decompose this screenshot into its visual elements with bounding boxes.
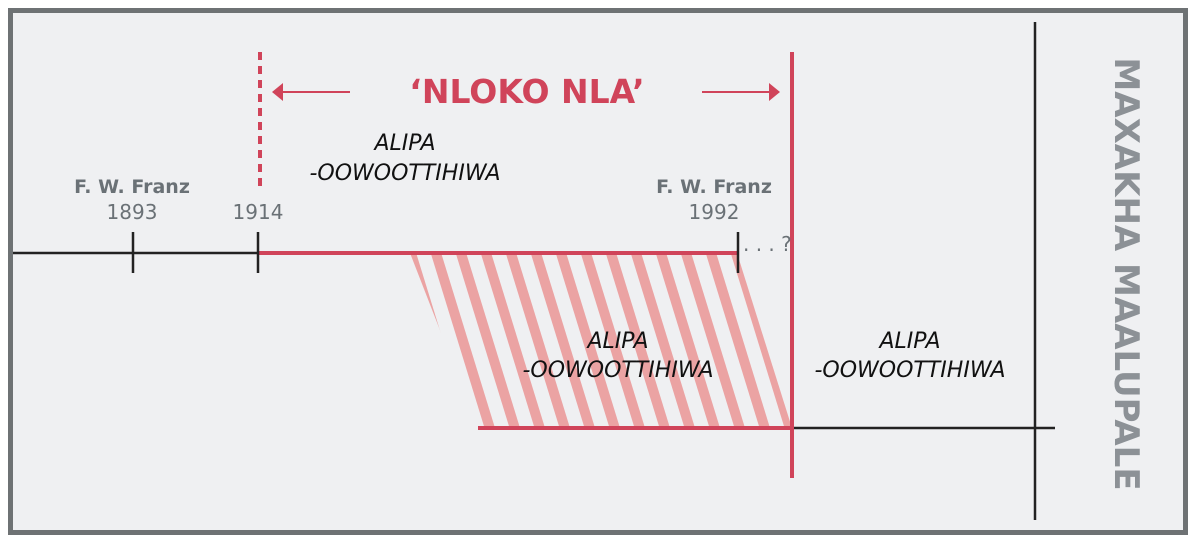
marker-year-1992: 1992 [689, 200, 740, 224]
hatch-stripe [580, 253, 646, 428]
side-label-great-tribulation: MAXAKHA MAALUPALE [1106, 57, 1146, 490]
hatch-stripe [455, 253, 521, 428]
hatch-stripe [730, 253, 792, 428]
hatch-stripe [630, 253, 696, 428]
hatch-stripe [430, 253, 496, 428]
title-this-generation: ‘NLOKO NLA’ [409, 72, 644, 111]
hatch-stripe [605, 253, 671, 428]
hatch-stripe [480, 253, 546, 428]
hatch-stripe [410, 253, 471, 428]
marker-year-1914: 1914 [233, 200, 284, 224]
continuation-question: . . . ? [743, 232, 792, 256]
hatch-stripe [655, 253, 721, 428]
arrow-right-icon [702, 83, 780, 101]
era-label-1-line1: ALIPA [372, 131, 435, 156]
diagram-frame [8, 8, 1188, 535]
hatch-stripe [705, 253, 771, 428]
arrow-left-icon [272, 83, 350, 101]
hatch-stripe [810, 250, 866, 432]
hatch-stripe [530, 253, 596, 428]
era-label-2-line1: ALIPA [585, 329, 648, 354]
hatch-stripe [680, 253, 746, 428]
marker-name-1992: F. W. Franz [656, 176, 772, 198]
hatch-stripe [555, 253, 621, 428]
hatch-stripe [755, 253, 792, 428]
hatch-stripe [505, 253, 571, 428]
era-label-1-line2: -OOWOOTTIHIWA [309, 161, 500, 186]
era-label-3-line1: ALIPA [877, 329, 940, 354]
era-label-3-line2: -OOWOOTTIHIWA [814, 358, 1005, 383]
marker-year-1893: 1893 [107, 200, 158, 224]
era-label-2-line2: -OOWOOTTIHIWA [522, 358, 713, 383]
marker-name-1893: F. W. Franz [74, 176, 190, 198]
